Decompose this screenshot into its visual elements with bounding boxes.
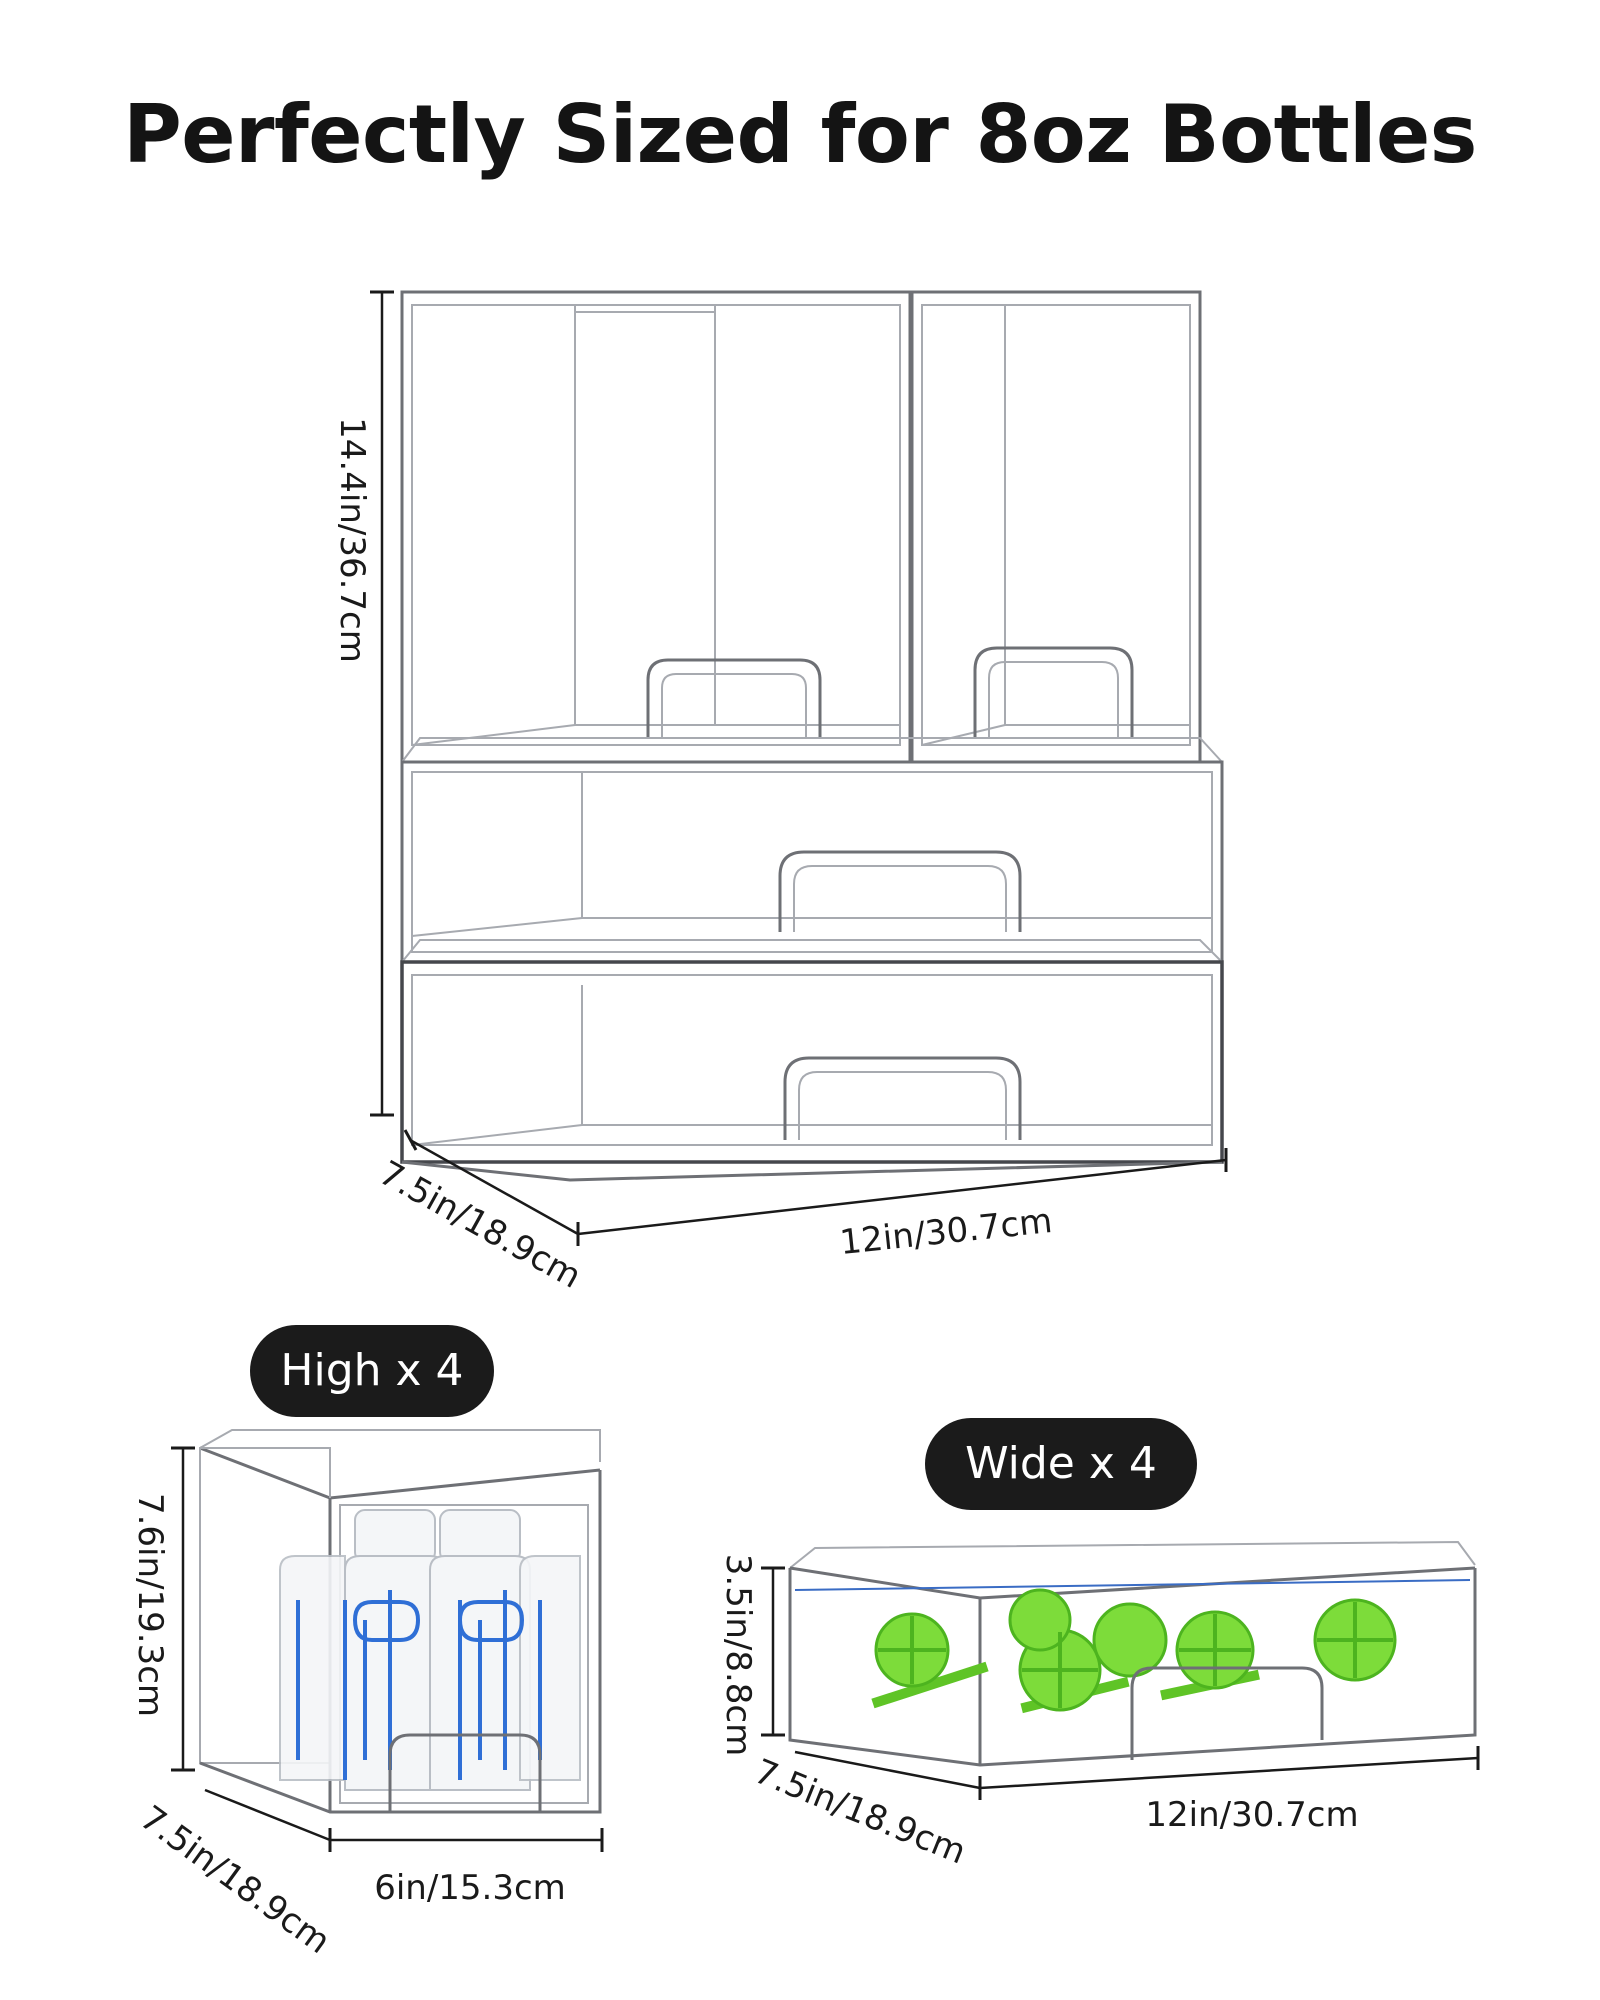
high-unit-badge: High x 4 <box>250 1325 494 1417</box>
baby-bottles <box>279 1509 581 1791</box>
stack-wide-drawer-middle <box>400 737 1224 964</box>
wide-unit-height-dimension <box>761 1566 785 1737</box>
stacked-drawers <box>400 290 1224 1182</box>
stack-height-dimension <box>370 290 394 1117</box>
high-unit-height-label: 7.6in/19.3cm <box>130 1492 170 1718</box>
wide-unit-badge: Wide x 4 <box>925 1418 1197 1510</box>
stack-high-drawer-right <box>910 290 1202 764</box>
drying-rack-toys <box>871 1588 1397 1714</box>
high-unit-width-dimension <box>330 1828 604 1852</box>
high-unit-height-dimension <box>171 1446 195 1772</box>
stack-height-label: 14.4in/36.7cm <box>332 417 372 663</box>
wide-unit-height-label: 3.5in/8.8cm <box>718 1553 758 1757</box>
high-unit-depth-dimension <box>204 1788 332 1852</box>
stack-high-drawer-left <box>400 290 912 764</box>
high-unit-drawer <box>199 1429 602 1814</box>
page-title: Perfectly Sized for 8oz Bottles <box>123 88 1477 181</box>
high-unit-width-label: 6in/15.3cm <box>374 1868 566 1908</box>
wide-unit-drawer <box>788 1540 1477 1767</box>
stack-width-dimension <box>577 1148 1228 1236</box>
wide-unit-width-label: 12in/30.7cm <box>1145 1795 1359 1835</box>
stack-wide-drawer-bottom <box>400 939 1224 1182</box>
wide-unit-width-dimension <box>979 1746 1480 1790</box>
